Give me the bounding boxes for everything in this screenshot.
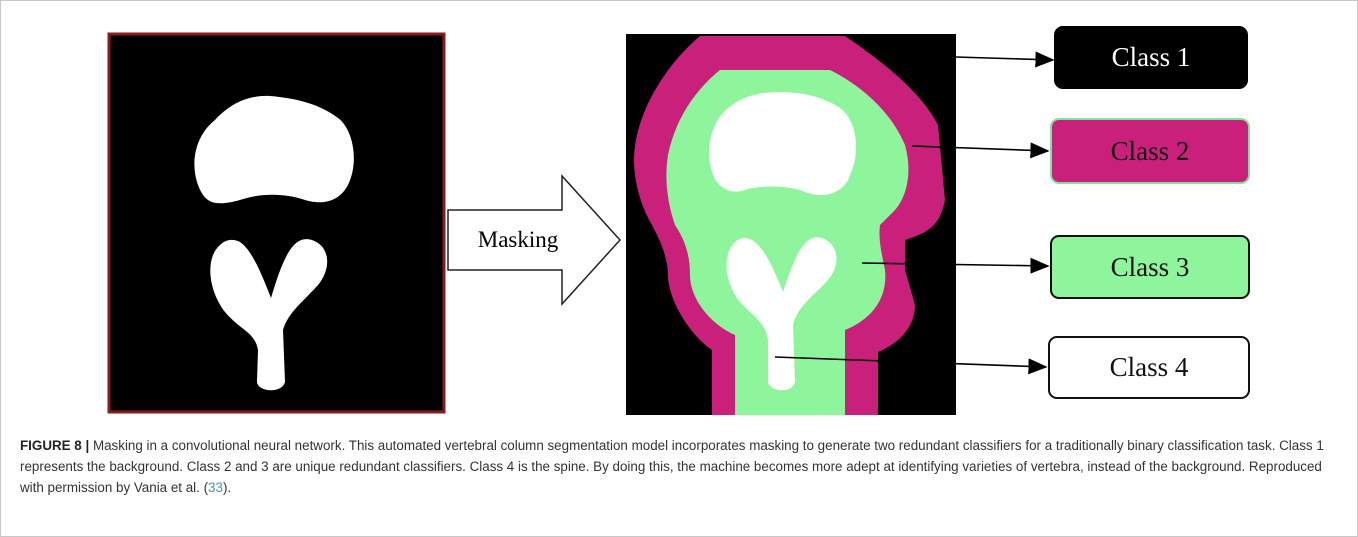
caption-text-end: ). bbox=[222, 480, 232, 495]
masking-label: Masking bbox=[477, 227, 559, 252]
class-1-box: Class 1 bbox=[1054, 26, 1248, 89]
class-4-box: Class 4 bbox=[1048, 336, 1250, 399]
vertebral-body-shape bbox=[194, 95, 354, 204]
caption-text: Masking in a convolutional neural networ… bbox=[20, 438, 1324, 495]
class-2-box: Class 2 bbox=[1050, 118, 1250, 184]
class4-spinous-process bbox=[726, 237, 837, 391]
class-3-box: Class 3 bbox=[1050, 235, 1250, 299]
figure-graphic bbox=[107, 32, 1055, 415]
figure-label: FIGURE 8 | bbox=[20, 438, 90, 453]
class4-vertebral-body bbox=[709, 92, 857, 196]
pointer-class1 bbox=[955, 51, 1055, 68]
masking-arrow bbox=[447, 174, 622, 306]
masked-output-image bbox=[626, 34, 956, 415]
figure-caption: FIGURE 8 | Masking in a convolutional ne… bbox=[20, 435, 1338, 498]
reference-link[interactable]: 33 bbox=[208, 480, 223, 495]
pointer-class2 bbox=[911, 142, 1050, 159]
pointer-class4 bbox=[774, 356, 1048, 375]
spinous-process-shape bbox=[210, 239, 328, 391]
input-mask-image bbox=[107, 32, 446, 414]
pointer-class3 bbox=[861, 257, 1050, 274]
